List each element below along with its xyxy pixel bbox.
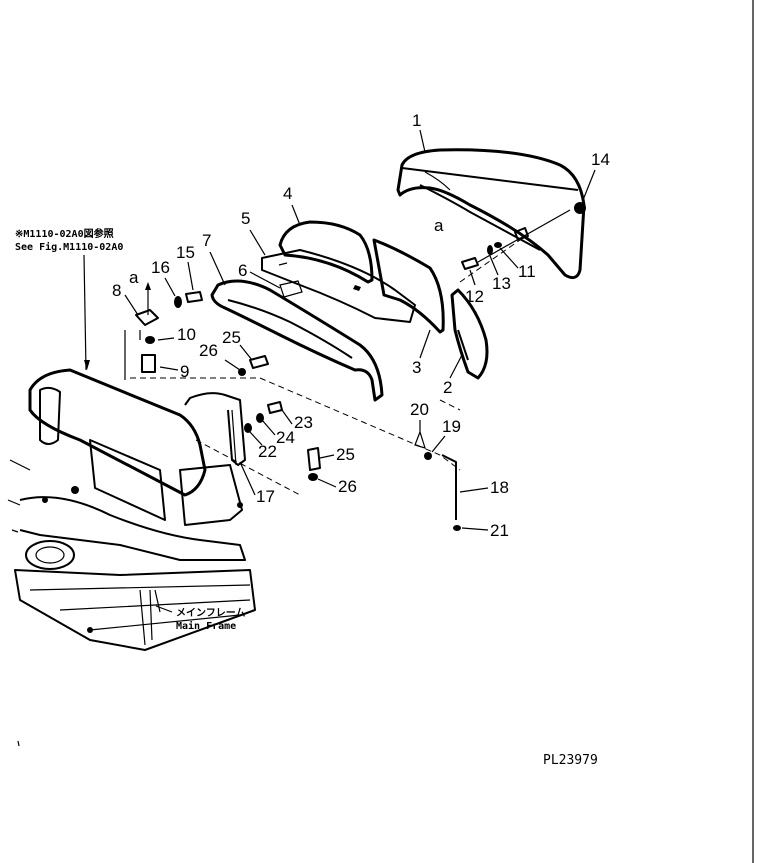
callout-26b: 26 xyxy=(338,477,357,496)
callout-labels: 1 2 3 4 5 6 7 8 9 10 11 12 13 14 15 16 1… xyxy=(112,111,610,540)
callout-16: 16 xyxy=(151,258,170,277)
rod-group xyxy=(414,430,461,531)
callout-17: 17 xyxy=(256,487,275,506)
cover-plate-part-4 xyxy=(278,220,374,284)
bracket-part-17 xyxy=(184,392,246,466)
callout-25b: 25 xyxy=(336,445,355,464)
callout-7: 7 xyxy=(202,231,211,250)
callout-3: 3 xyxy=(412,358,421,377)
callout-21: 21 xyxy=(490,521,509,540)
machine-frame xyxy=(7,254,256,651)
callout-19: 19 xyxy=(442,417,461,436)
callout-20: 20 xyxy=(410,400,429,419)
detail-mark-a-right: a xyxy=(434,216,444,235)
callout-25a: 25 xyxy=(222,328,241,347)
gasket-part-7 xyxy=(210,279,384,402)
ref-note-en: See Fig.M1110-02A0 xyxy=(15,241,123,253)
callout-4: 4 xyxy=(283,184,292,203)
main-frame-label-en: Main Frame xyxy=(176,620,236,632)
small-plate-part-6 xyxy=(279,280,303,298)
callout-9: 9 xyxy=(180,362,189,381)
callout-23: 23 xyxy=(294,413,313,432)
callout-2: 2 xyxy=(443,378,452,397)
leader-dashes xyxy=(124,239,521,496)
long-plate-part-5 xyxy=(261,249,416,323)
callout-13: 13 xyxy=(492,274,511,293)
callout-26a: 26 xyxy=(199,341,218,360)
main-frame-label-jp: メインフレーム xyxy=(176,607,245,619)
detail-marks: a a xyxy=(129,216,444,287)
side-panel-part-2 xyxy=(450,288,489,380)
callout-24: 24 xyxy=(276,428,295,447)
callout-6: 6 xyxy=(238,261,247,280)
callout-14: 14 xyxy=(591,150,610,169)
bolt-group-right xyxy=(461,202,586,270)
plate-id: PL23979 xyxy=(543,753,598,768)
callout-12: 12 xyxy=(465,287,484,306)
reference-notes: ※M1110-02A0図参照 See Fig.M1110-02A0 メインフレー… xyxy=(15,227,598,768)
callout-8: 8 xyxy=(112,281,121,300)
callout-18: 18 xyxy=(490,478,509,497)
bolt-group-left xyxy=(124,282,203,380)
callout-22: 22 xyxy=(258,442,277,461)
ref-note-jp: ※M1110-02A0図参照 xyxy=(15,227,114,240)
callout-11: 11 xyxy=(518,262,536,281)
callout-5: 5 xyxy=(241,209,250,228)
callout-10: 10 xyxy=(177,325,196,344)
callout-1: 1 xyxy=(412,111,421,130)
scan-artifact xyxy=(17,740,20,747)
callout-15: 15 xyxy=(176,243,195,262)
detail-mark-a-left: a xyxy=(129,268,139,287)
counterweight-cover-part-1 xyxy=(396,148,586,280)
